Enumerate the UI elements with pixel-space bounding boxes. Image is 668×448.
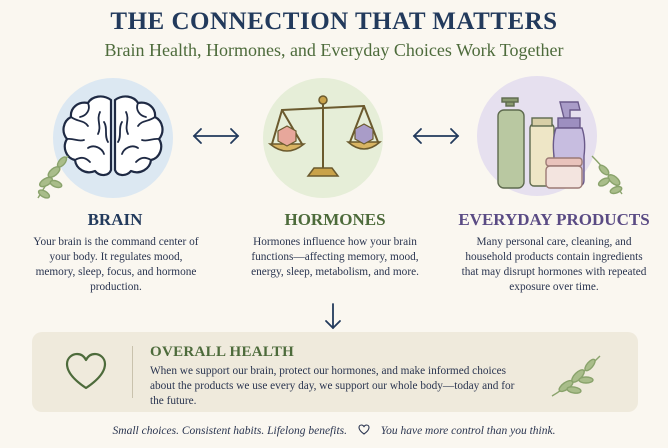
brain-heading: BRAIN: [87, 210, 143, 229]
footer-right-text: You have more control than you think.: [380, 425, 556, 437]
products-heading: EVERYDAY PRODUCTS: [458, 210, 650, 229]
panel-divider: [132, 346, 133, 398]
heart-icon: [65, 352, 107, 390]
brain-icon: [62, 95, 164, 177]
overall-health-title: OVERALL HEALTH: [150, 344, 295, 360]
down-arrow-icon: [325, 303, 341, 330]
double-arrow-icon: [192, 128, 240, 144]
page-title: THE CONNECTION THAT MATTERS: [110, 8, 558, 35]
footer-tagline: Small choices. Consistent habits. Lifelo…: [0, 424, 668, 438]
double-arrow-icon: [412, 128, 460, 144]
page-subtitle: Brain Health, Hormones, and Everyday Cho…: [104, 40, 564, 60]
hormones-description: Hormones influence how your brain functi…: [251, 236, 419, 278]
hormones-heading: HORMONES: [284, 210, 386, 229]
products-description: Many personal care, cleaning, and househ…: [461, 236, 647, 293]
leaf-sprig-icon: [591, 155, 623, 195]
leaf-sprig-icon: [551, 355, 601, 397]
overall-health-text: When we support our brain, protect our h…: [150, 365, 515, 407]
leaf-sprig-icon: [37, 155, 69, 199]
products-bottles-icon: [497, 97, 586, 189]
balance-scale-icon: [267, 95, 382, 177]
footer-left-text: Small choices. Consistent habits. Lifelo…: [112, 425, 347, 437]
overall-health-panel: [32, 332, 638, 412]
heart-outline-icon: [358, 424, 370, 438]
brain-description: Your brain is the command center of your…: [33, 236, 199, 293]
